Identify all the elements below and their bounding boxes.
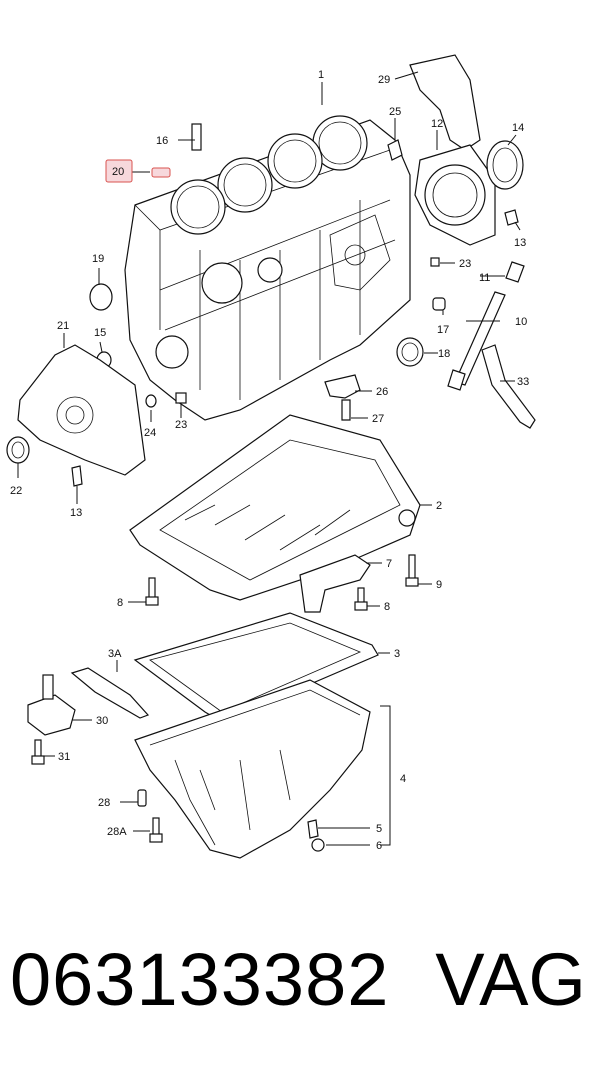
callout-18: 18	[438, 348, 450, 360]
callout-30: 30	[96, 715, 108, 727]
cylinder-block	[124, 115, 411, 421]
leader-lines	[17, 71, 521, 846]
small-fittings	[145, 123, 519, 408]
engine-bracket	[324, 374, 361, 421]
callout-7: 7	[386, 558, 392, 570]
oil-level-sensor	[27, 667, 150, 765]
callout-labels: 1 29 25 12 14 13 16 20 19 23 11 10 21 15…	[10, 69, 529, 852]
callout-2: 2	[436, 500, 442, 512]
callout-11: 11	[479, 272, 490, 284]
callout-25: 25	[389, 106, 401, 118]
callout-17: 17	[437, 324, 449, 336]
callout-22: 22	[10, 485, 22, 497]
callout-8-left: 8	[117, 597, 123, 609]
callout-27: 27	[372, 413, 384, 425]
callout-8-right: 8	[384, 601, 390, 613]
callout-13-left: 13	[70, 507, 82, 519]
callout-15: 15	[94, 327, 106, 339]
callout-29: 29	[378, 74, 390, 86]
callout-12: 12	[431, 118, 443, 130]
callout-16: 16	[156, 135, 168, 147]
dipstick-tube-parts	[396, 261, 536, 429]
callout-26: 26	[376, 386, 388, 398]
callout-1: 1	[318, 69, 324, 81]
oil-pan	[134, 679, 371, 859]
callout-14: 14	[512, 122, 524, 134]
callout-23-left: 23	[175, 419, 187, 431]
callout-5: 5	[376, 823, 382, 835]
callout-19: 19	[92, 253, 104, 265]
brand-name: VAG	[435, 938, 586, 1021]
callout-9: 9	[436, 579, 442, 591]
oil-pan-gasket	[133, 612, 379, 723]
callout-33: 33	[517, 376, 529, 388]
callout-3: 3	[394, 648, 400, 660]
callout-24: 24	[144, 427, 156, 439]
callout-10: 10	[515, 316, 527, 328]
rear-seal-assembly	[387, 54, 524, 246]
part-info-footer: 063133382 VAG	[0, 925, 600, 1035]
bearing-ladder-frame	[129, 414, 421, 613]
exploded-parts-diagram: 1 29 25 12 14 13 16 20 19 23 11 10 21 15…	[6, 54, 536, 859]
callout-28: 28	[98, 797, 110, 809]
callout-3A: 3A	[108, 648, 122, 660]
part-number: 063133382	[10, 938, 390, 1021]
front-oil-pump-parts	[6, 283, 146, 487]
callout-23-right: 23	[459, 258, 471, 270]
callout-31: 31	[58, 751, 70, 763]
oil-pan-bolts	[137, 789, 163, 843]
callout-20-highlight	[105, 159, 133, 183]
callout-21: 21	[57, 320, 69, 332]
part-20-pin	[151, 167, 171, 178]
callout-28A: 28A	[107, 826, 127, 838]
callout-6: 6	[376, 840, 382, 852]
callout-20: 20	[112, 166, 124, 178]
callout-13-top: 13	[514, 237, 526, 249]
callout-4: 4	[400, 773, 406, 785]
